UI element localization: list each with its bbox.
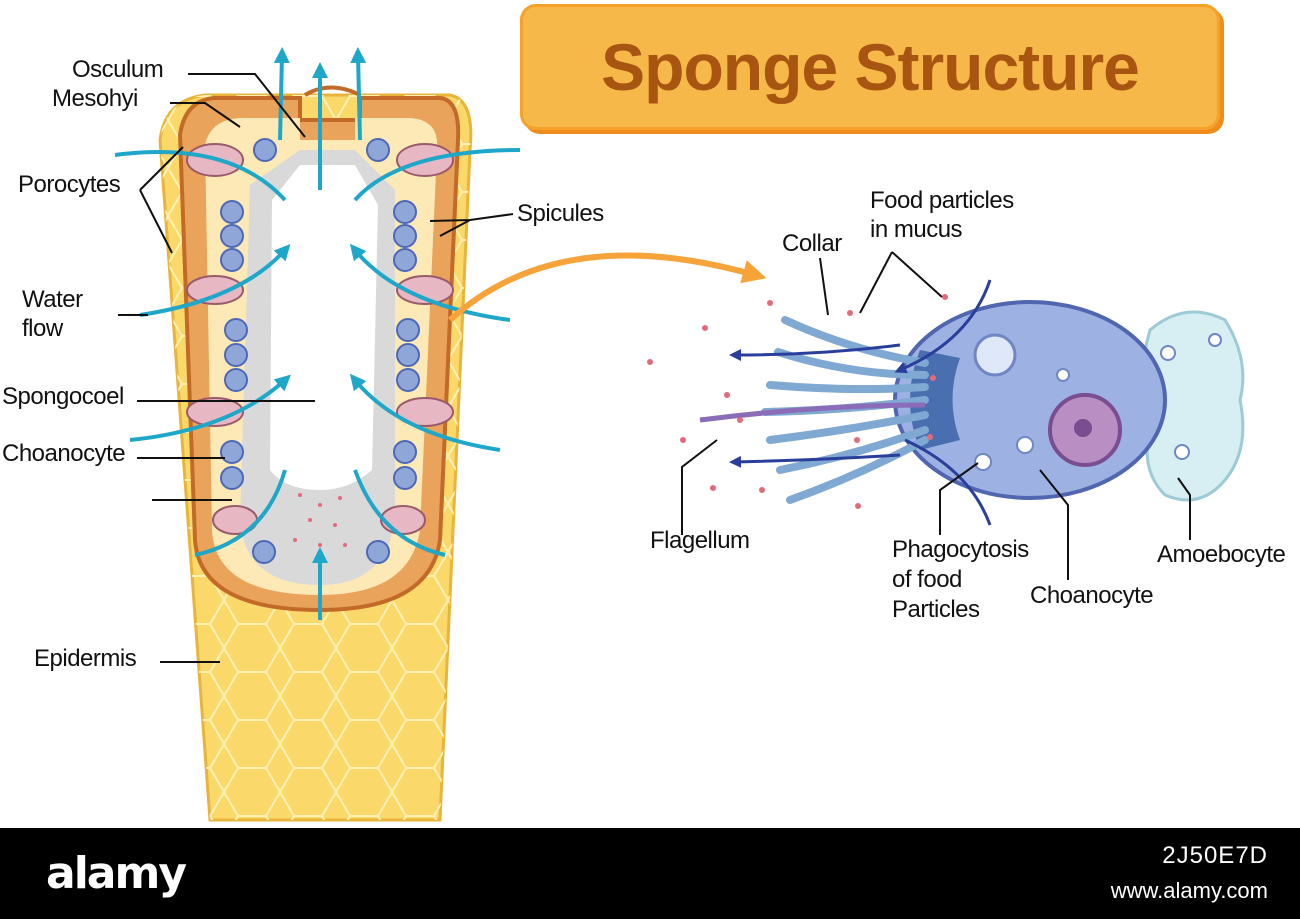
label-food-particles-line2: in mucus <box>870 216 963 243</box>
label-water-flow-line1: Water <box>22 286 83 313</box>
label-mesohyi: Mesohyi <box>52 85 138 112</box>
label-flagellum: Flagellum <box>650 527 750 554</box>
label-food-particles-line1: Food particles <box>870 187 1014 214</box>
diagram-title: Sponge Structure <box>601 30 1140 104</box>
label-phagocytosis-line2: of food <box>892 566 962 593</box>
label-choanocyte-right: Choanocyte <box>1030 582 1154 609</box>
label-spicules: Spicules <box>517 200 604 227</box>
title-banner: Sponge Structure <box>520 4 1220 130</box>
label-water-flow-line2: flow <box>22 315 63 342</box>
alamy-logo: alamy <box>46 848 187 899</box>
leader-lines <box>118 73 1191 663</box>
choanocyte-detail <box>647 279 1245 526</box>
label-phagocytosis-line1: Phagocytosis <box>892 536 1029 563</box>
image-id: 2J50E7D <box>1162 842 1268 869</box>
sponge-body <box>158 85 473 822</box>
watermark-footer: alamy 2J50E7D www.alamy.com <box>0 828 1300 919</box>
choanocyte-cells-left <box>220 138 277 564</box>
food-dots-spongocoel <box>293 493 347 547</box>
label-phagocytosis-line3: Particles <box>892 596 980 623</box>
choanocyte-cells-right <box>366 138 420 564</box>
label-osculum: Osculum <box>72 56 164 83</box>
footer-url: www.alamy.com <box>1110 878 1268 903</box>
diagram-canvas <box>114 47 1245 822</box>
label-spongocoel: Spongocoel <box>2 383 124 410</box>
water-flow-arrows <box>114 47 521 620</box>
zoom-pointer-arrow <box>447 252 767 323</box>
label-amoebocyte: Amoebocyte <box>1157 541 1286 568</box>
label-collar: Collar <box>782 230 842 257</box>
label-choanocyte-left: Choanocyte <box>2 440 126 467</box>
label-epidermis: Epidermis <box>34 645 137 672</box>
label-porocytes: Porocytes <box>18 171 121 198</box>
